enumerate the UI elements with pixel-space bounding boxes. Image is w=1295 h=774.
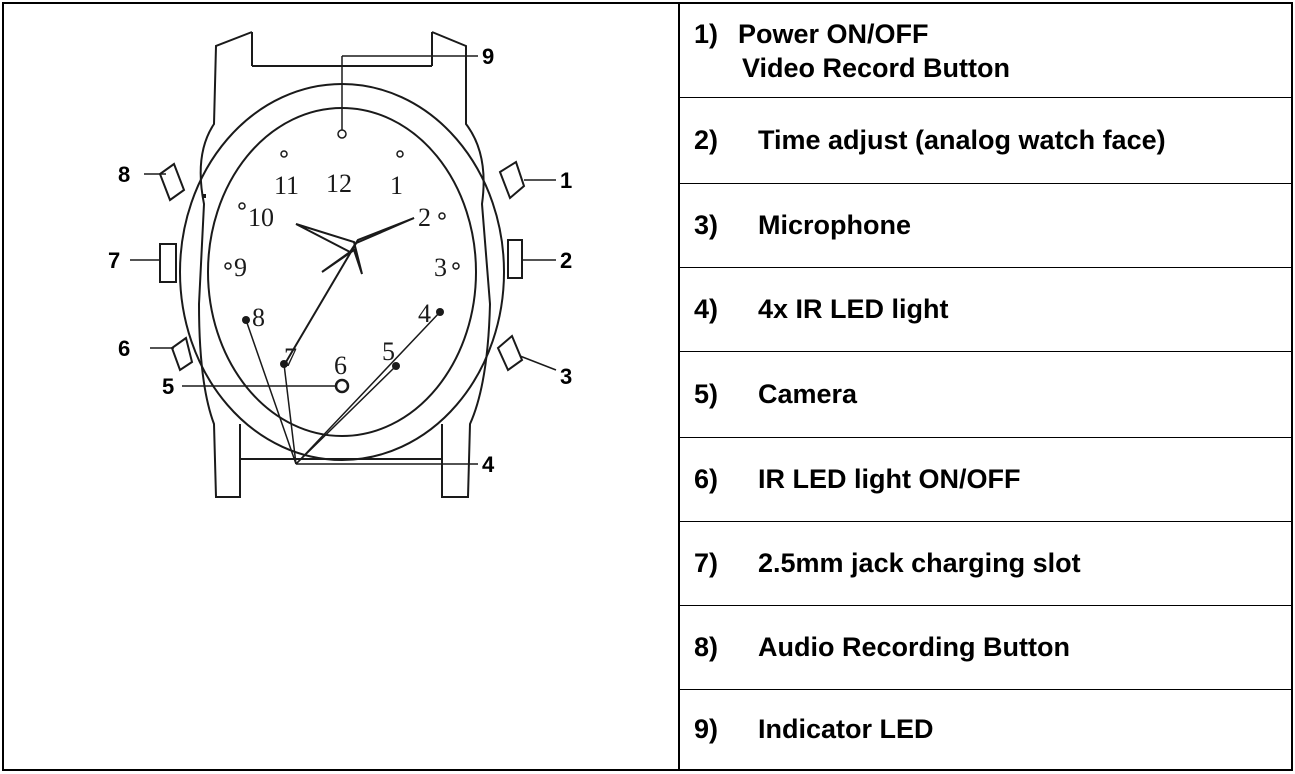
- callout-4: 4: [482, 452, 495, 477]
- feature-label: Power ON/OFF: [738, 18, 929, 49]
- dial-2: 2: [418, 203, 431, 232]
- dial-10: 10: [248, 203, 274, 232]
- feature-label-secondary: Video Record Button: [742, 52, 1011, 83]
- callout-5: 5: [162, 374, 174, 399]
- feature-row-3: 3) Microphone: [680, 184, 1291, 268]
- button-7: [159, 243, 177, 283]
- feature-row-1: 1) Power ON/OFF Video Record Button: [680, 4, 1291, 98]
- feature-label: Camera: [758, 379, 858, 409]
- feature-row-4: 4) 4x IR LED light: [680, 268, 1291, 352]
- dial-3: 3: [434, 253, 447, 282]
- dial-12: 12: [326, 169, 352, 198]
- feature-row-6: 6) IR LED light ON/OFF: [680, 438, 1291, 522]
- dial-8: 8: [252, 303, 265, 332]
- feature-row-5: 5) Camera: [680, 352, 1291, 438]
- feature-label: 2.5mm jack charging slot: [758, 548, 1081, 578]
- feature-row-8: 8) Audio Recording Button: [680, 606, 1291, 690]
- feature-label: Time adjust (analog watch face): [758, 125, 1166, 155]
- callout-3: 3: [560, 364, 572, 389]
- case-outline-right: [431, 31, 492, 498]
- feature-row-7: 7) 2.5mm jack charging slot: [680, 522, 1291, 606]
- callout-8: 8: [118, 162, 130, 187]
- case-outline-left: [197, 31, 253, 498]
- feature-row-2: 2) Time adjust (analog watch face): [680, 98, 1291, 184]
- button-1: [498, 160, 526, 200]
- button-3: [496, 334, 524, 372]
- feature-num: 2): [694, 125, 719, 155]
- callout-6: 6: [118, 336, 130, 361]
- feature-label: Microphone: [758, 210, 911, 240]
- dial-9: 9: [234, 253, 247, 282]
- feature-num: 9): [694, 714, 719, 744]
- feature-row-9: 9) Indicator LED: [680, 690, 1291, 769]
- watch-bezel: [179, 83, 505, 461]
- button-6: [170, 336, 194, 372]
- feature-num: 4): [694, 294, 719, 324]
- dial-6: 6: [334, 351, 347, 380]
- callout-7: 7: [108, 248, 120, 273]
- feature-num: 8): [694, 632, 719, 662]
- callout-1: 1: [560, 168, 572, 193]
- feature-label: 4x IR LED light: [758, 294, 949, 324]
- dial-1: 1: [390, 171, 403, 200]
- dial-11: 11: [274, 171, 299, 200]
- feature-num: 6): [694, 464, 719, 494]
- diagram-cell: 12 1 2 3 4 5 6 7 8 9 10 11: [2, 2, 680, 771]
- dial-5: 5: [382, 337, 395, 366]
- camera-lens: [334, 378, 350, 394]
- button-2: [507, 239, 523, 279]
- feature-label: Indicator LED: [758, 714, 934, 744]
- feature-num: 1): [694, 18, 719, 49]
- feature-label: IR LED light ON/OFF: [758, 464, 1021, 494]
- feature-num: 7): [694, 548, 719, 578]
- dial-4: 4: [418, 299, 431, 328]
- feature-label: Audio Recording Button: [758, 632, 1070, 662]
- feature-list: 1) Power ON/OFF Video Record Button 2) Tim…: [680, 2, 1293, 771]
- dial-7: 7: [284, 343, 297, 372]
- feature-num: 5): [694, 379, 719, 409]
- callout-2: 2: [560, 248, 572, 273]
- feature-num: 3): [694, 210, 719, 240]
- watch-diagram: 12 1 2 3 4 5 6 7 8 9 10 11: [108, 31, 572, 498]
- callout-9: 9: [482, 44, 494, 69]
- button-8: [158, 162, 186, 202]
